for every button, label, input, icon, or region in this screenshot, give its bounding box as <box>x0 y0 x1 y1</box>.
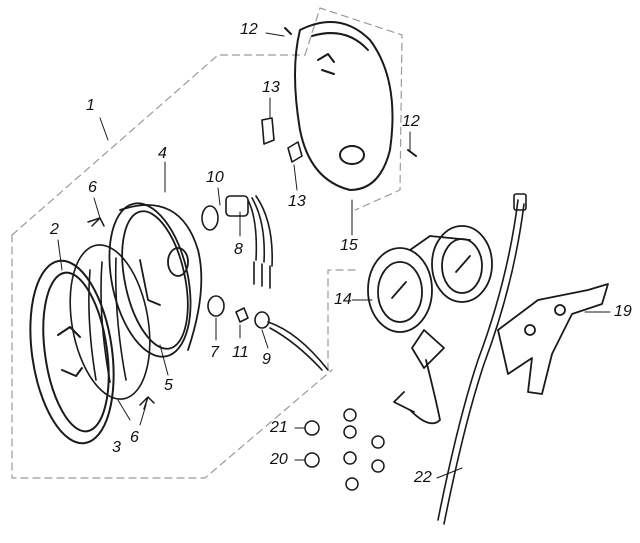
callout-5: 5 <box>164 377 173 394</box>
callout-11: 11 <box>232 344 249 361</box>
headlight-group-outline <box>11 7 403 479</box>
callout-13-lower: 13 <box>288 193 306 210</box>
meter-assembly-part-14 <box>367 225 493 425</box>
callout-3: 3 <box>112 439 121 456</box>
callout-1: 1 <box>86 97 95 114</box>
callout-19: 19 <box>614 303 632 320</box>
small-parts-7-11-9 <box>207 295 329 371</box>
nuts-part-20-21 <box>304 408 385 491</box>
callout-22: 22 <box>414 469 432 486</box>
callout-14: 14 <box>334 291 352 308</box>
callout-8: 8 <box>234 241 243 258</box>
screw-part-6 <box>87 217 155 410</box>
callout-7: 7 <box>210 344 219 361</box>
callout-15: 15 <box>340 237 358 254</box>
callout-9: 9 <box>262 351 271 368</box>
meter-bracket-part-19 <box>497 283 609 395</box>
callout-4: 4 <box>158 145 167 162</box>
callout-20: 20 <box>270 451 288 468</box>
headlight-lens-part-3 <box>69 244 151 400</box>
callout-12-right: 12 <box>402 113 420 130</box>
reflector-ring-part-4 <box>108 202 203 358</box>
callout-13-upper: 13 <box>262 79 280 96</box>
headlight-rim-part-2 <box>29 259 115 445</box>
bracket-part-13 <box>261 117 303 163</box>
headlight-shell-part-15 <box>284 21 417 191</box>
callout-10: 10 <box>206 169 224 186</box>
callout-12-upper: 12 <box>240 21 258 38</box>
leader-lines <box>57 32 611 479</box>
callout-6-lower: 6 <box>130 429 139 446</box>
speedometer-cable-part-22 <box>437 193 527 525</box>
callout-21: 21 <box>270 419 288 436</box>
bulb-socket-part-8-10 <box>201 195 273 289</box>
callout-2: 2 <box>50 221 59 238</box>
callout-6-upper: 6 <box>88 179 97 196</box>
